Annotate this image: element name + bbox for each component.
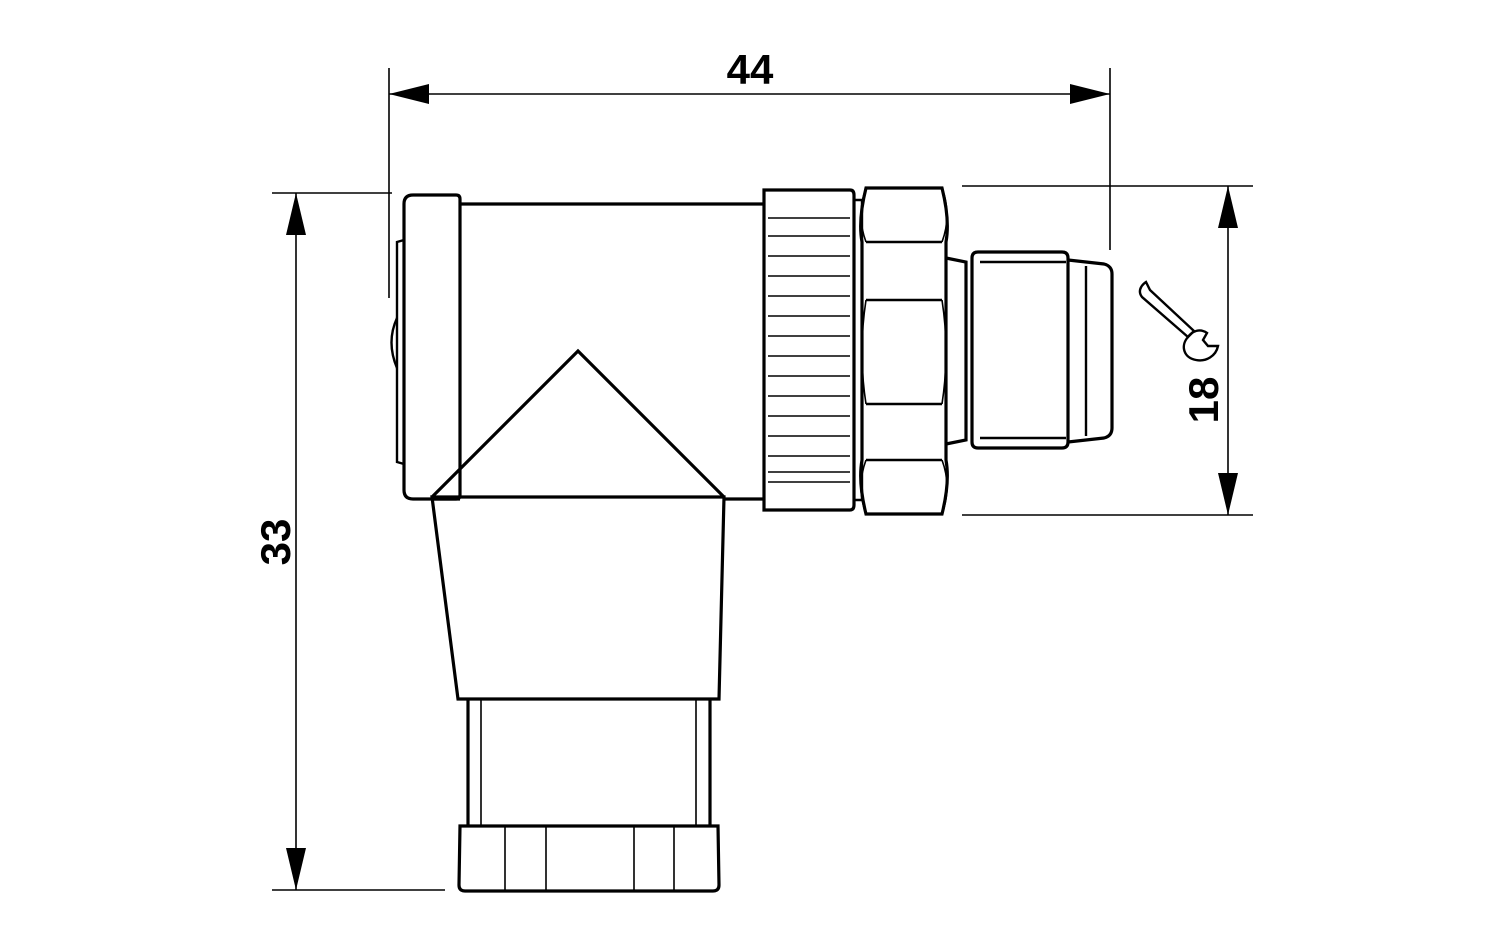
connector-body (390, 186, 1114, 893)
dimension-wrench-size: 18 (962, 185, 1253, 516)
cable-sleeve (430, 495, 726, 701)
led-window (395, 238, 405, 466)
housing-angle-face (430, 348, 726, 499)
arrowhead-top (286, 193, 306, 235)
knurl-ring-inner (768, 217, 850, 483)
dimension-height: 33 (252, 192, 445, 891)
arrowhead-left (389, 84, 429, 104)
led-lens (390, 317, 399, 369)
wrench-size-label: 18 (1180, 377, 1227, 424)
cable-nut (457, 824, 721, 893)
cable-inner-line (480, 699, 697, 826)
main-housing (432, 202, 764, 501)
hex-nut-chamfer (860, 187, 948, 515)
width-dimension-label: 44 (727, 46, 774, 93)
knurl-lines (768, 235, 850, 473)
open-end-wrench-icon (1138, 280, 1220, 362)
arrowhead-right (1070, 84, 1110, 104)
arrowhead-wrench-top (1218, 186, 1238, 228)
cable-nut-flats (504, 826, 675, 891)
plug-thread-lines (980, 260, 1066, 440)
cable (466, 699, 712, 826)
hex-nut (859, 186, 949, 516)
neck (945, 256, 968, 446)
plug-tip (1067, 258, 1114, 444)
dimension-width: 44 (388, 46, 1111, 298)
knurled-coupling-ring (762, 188, 856, 512)
hex-nut-flats (866, 240, 942, 462)
arrowhead-wrench-bottom (1218, 473, 1238, 515)
threaded-plug (970, 250, 1070, 450)
arrowhead-bottom (286, 848, 306, 890)
front-cap (402, 193, 462, 501)
height-dimension-label: 33 (252, 519, 299, 566)
